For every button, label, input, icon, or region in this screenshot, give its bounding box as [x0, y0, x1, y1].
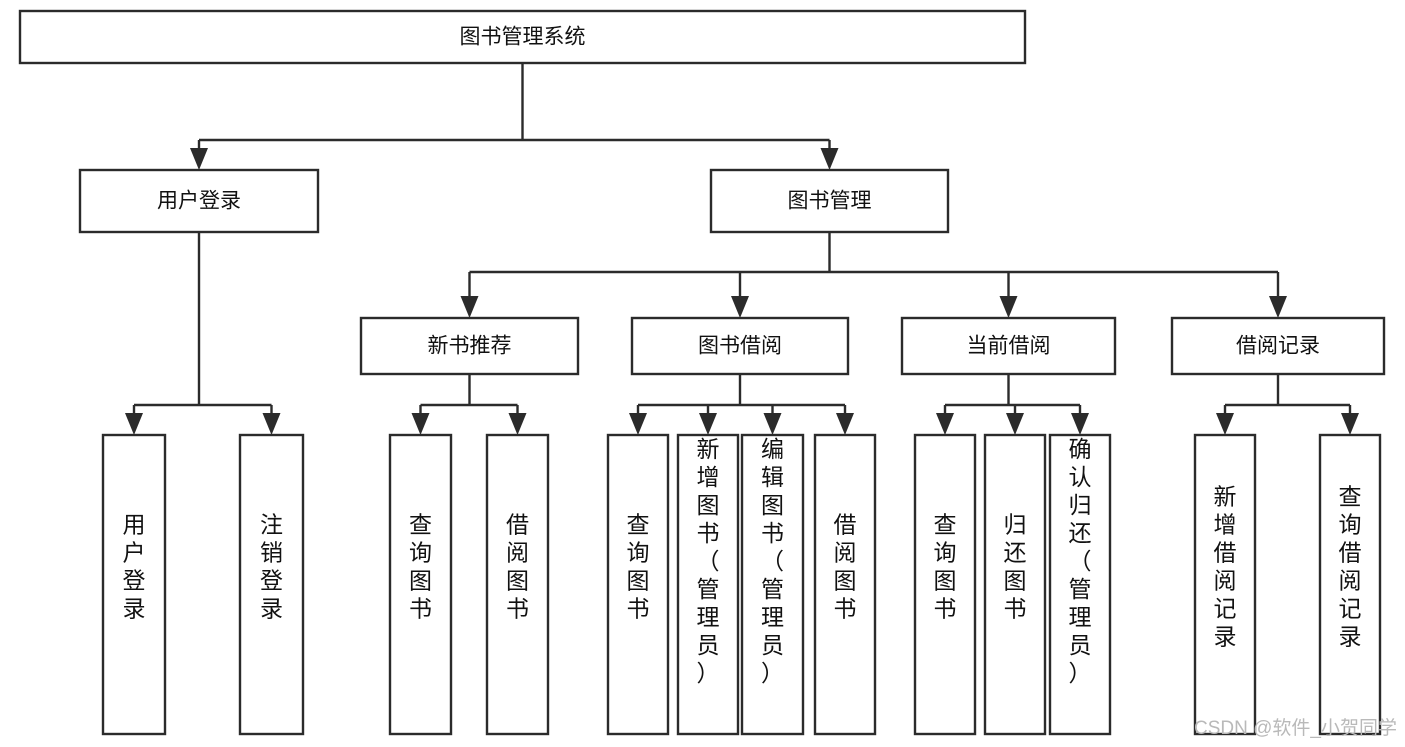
l3-1-arrow-3: [836, 413, 854, 435]
level3-node[interactable]: 当前借阅: [900, 316, 1117, 376]
level2-label: 用户登录: [157, 190, 241, 213]
leaf-node[interactable]: 新增借阅记录: [1193, 433, 1257, 736]
root-arrow-0: [190, 148, 208, 170]
leaf-node-box[interactable]: [913, 433, 977, 736]
leaf-node-box[interactable]: [101, 433, 167, 736]
leaf-node[interactable]: 查询借阅记录: [1318, 433, 1382, 736]
leaf-node-label: 注销登录: [260, 512, 283, 622]
leaf-node[interactable]: 编辑图书（管理员）: [740, 433, 805, 736]
leaf-node-box[interactable]: [388, 433, 453, 736]
leaf-node[interactable]: 归还图书: [983, 433, 1047, 736]
l3-2-arrow-0: [936, 413, 954, 435]
leaf-node-box[interactable]: [676, 433, 740, 736]
user-login-arrow-1: [262, 413, 281, 435]
leaf-node-label: 编辑图书（管理员）: [761, 436, 784, 686]
leaf-node-label: 归还图书: [1004, 512, 1027, 622]
leaf-node[interactable]: 确认归还（管理员）: [1048, 433, 1112, 736]
leaf-node-label: 借阅图书: [834, 512, 857, 622]
leaf-node-label: 借阅图书: [506, 512, 529, 622]
book-manage-arrow-0: [460, 296, 479, 318]
leaf-node[interactable]: 查询图书: [388, 433, 453, 736]
leaf-node[interactable]: 用户登录: [101, 433, 167, 736]
leaf-node-box[interactable]: [606, 433, 670, 736]
level2-label: 图书管理: [788, 190, 872, 213]
l3-2-arrow-2: [1071, 413, 1089, 435]
level3-box[interactable]: [359, 316, 580, 376]
l3-0-arrow-1: [508, 413, 527, 435]
leaf-node-label: 查询图书: [409, 512, 432, 622]
leaf-node-box[interactable]: [238, 433, 305, 736]
leaf-node-box[interactable]: [1318, 433, 1382, 736]
level3-node[interactable]: 借阅记录: [1170, 316, 1386, 376]
root-arrow-1: [820, 148, 839, 170]
l3-3-arrow-0: [1216, 413, 1234, 435]
level3-label: 新书推荐: [428, 335, 512, 358]
connector-layer: [125, 63, 1359, 435]
leaf-node-label: 查询借阅记录: [1339, 484, 1362, 650]
book-manage-arrow-3: [1269, 296, 1287, 318]
book-manage-arrow-2: [999, 296, 1018, 318]
leaf-node-box[interactable]: [813, 433, 877, 736]
l3-2-arrow-1: [1006, 413, 1024, 435]
leaf-node-box[interactable]: [1048, 433, 1112, 736]
l3-1-arrow-0: [629, 413, 647, 435]
root-label: 图书管理系统: [460, 26, 586, 49]
level2-node[interactable]: 用户登录: [78, 168, 320, 234]
level3-node[interactable]: 新书推荐: [359, 316, 580, 376]
leaf-node[interactable]: 借阅图书: [813, 433, 877, 736]
leaf-node-label: 用户登录: [123, 512, 146, 622]
leaf-node-box[interactable]: [740, 433, 805, 736]
level3-label: 图书借阅: [698, 335, 782, 358]
l3-1-arrow-1: [699, 413, 717, 435]
level2-box[interactable]: [709, 168, 950, 234]
leaf-node-label: 查询图书: [934, 512, 957, 622]
l3-1-arrow-2: [763, 413, 782, 435]
level3-node[interactable]: 图书借阅: [630, 316, 850, 376]
level3-label: 当前借阅: [967, 335, 1051, 358]
leaf-node[interactable]: 注销登录: [238, 433, 305, 736]
node-layer: 图书管理系统用户登录图书管理新书推荐图书借阅当前借阅借阅记录用户登录注销登录查询…: [18, 9, 1386, 736]
level3-box[interactable]: [630, 316, 850, 376]
leaf-node[interactable]: 借阅图书: [485, 433, 550, 736]
leaf-node[interactable]: 新增图书（管理员）: [676, 433, 740, 736]
level3-label: 借阅记录: [1236, 335, 1320, 358]
l3-0-arrow-0: [411, 413, 430, 435]
user-login-arrow-0: [125, 413, 143, 435]
leaf-node-label: 新增图书（管理员）: [697, 436, 720, 686]
leaf-node-box[interactable]: [983, 433, 1047, 736]
leaf-node-box[interactable]: [1193, 433, 1257, 736]
level2-node[interactable]: 图书管理: [709, 168, 950, 234]
level3-box[interactable]: [900, 316, 1117, 376]
level2-box[interactable]: [78, 168, 320, 234]
leaf-node-label: 新增借阅记录: [1214, 484, 1237, 650]
leaf-node-label: 确认归还（管理员）: [1069, 436, 1092, 686]
leaf-node-box[interactable]: [485, 433, 550, 736]
root-node[interactable]: 图书管理系统: [18, 9, 1027, 65]
book-manage-arrow-1: [731, 296, 749, 318]
root-box[interactable]: [18, 9, 1027, 65]
csdn-watermark: CSDN @软件_小贺同学: [1194, 717, 1397, 739]
leaf-node[interactable]: 查询图书: [913, 433, 977, 736]
leaf-node-label: 查询图书: [627, 512, 650, 622]
leaf-node[interactable]: 查询图书: [606, 433, 670, 736]
l3-3-arrow-1: [1341, 413, 1359, 435]
level3-box[interactable]: [1170, 316, 1386, 376]
